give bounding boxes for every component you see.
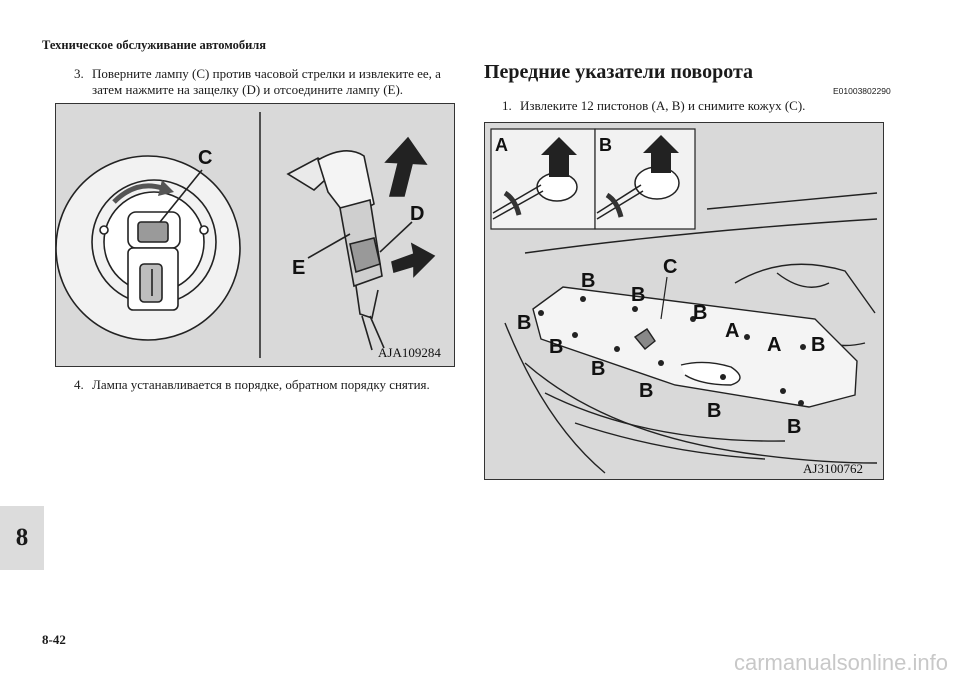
section-title: Передние указатели поворота <box>484 61 754 83</box>
section-code: E01003802290 <box>833 86 891 96</box>
label-b-9: B <box>787 416 801 438</box>
figure-code: AJ3100762 <box>803 461 863 476</box>
label-b-2: B <box>631 284 645 306</box>
label-b-7: B <box>639 380 653 402</box>
step-text: Извлеките 12 пистонов (A, B) и снимите к… <box>520 98 806 113</box>
figure-code: AJA109284 <box>378 345 441 360</box>
page-number: 8-42 <box>42 632 66 647</box>
figure-lamp-removal: C D E AJA109284 <box>55 103 455 367</box>
inset-label-b: B <box>599 135 612 155</box>
label-a-2: A <box>767 334 781 356</box>
step-text: Лампа устанавливается в порядке, обратно… <box>92 377 430 392</box>
label-e: E <box>292 257 305 279</box>
step-number: 4. <box>74 377 84 392</box>
watermark: carmanualsonline.info <box>733 650 948 675</box>
label-a-1: A <box>725 320 739 342</box>
step-number: 1. <box>502 98 512 113</box>
label-b-5: B <box>549 336 563 358</box>
label-b-1: B <box>581 270 595 292</box>
label-b-10: B <box>811 334 825 356</box>
label-b-6: B <box>591 358 605 380</box>
step-text: Поверните лампу (C) против часовой стрел… <box>92 66 441 97</box>
label-d: D <box>410 203 424 225</box>
chapter-tab: 8 <box>0 506 44 570</box>
step-4: 4. Лампа устанавливается в порядке, обра… <box>74 377 454 393</box>
label-b-3: B <box>693 302 707 324</box>
grille-illustration: A B C B B B <box>490 128 878 476</box>
step-number: 3. <box>74 66 84 81</box>
label-c: C <box>663 256 677 278</box>
running-header: Техническое обслуживание автомобиля <box>42 38 267 52</box>
step-1: 1. Извлеките 12 пистонов (A, B) и снимит… <box>502 98 892 114</box>
lamp-illustration: C D E AJA109284 <box>56 112 441 360</box>
figure-grille-cover: A B C B B B <box>484 122 884 480</box>
label-b-8: B <box>707 400 721 422</box>
label-c: C <box>198 147 212 169</box>
label-b-4: B <box>517 312 531 334</box>
step-3: 3. Поверните лампу (C) против часовой ст… <box>74 66 454 98</box>
inset-label-a: A <box>495 135 508 155</box>
